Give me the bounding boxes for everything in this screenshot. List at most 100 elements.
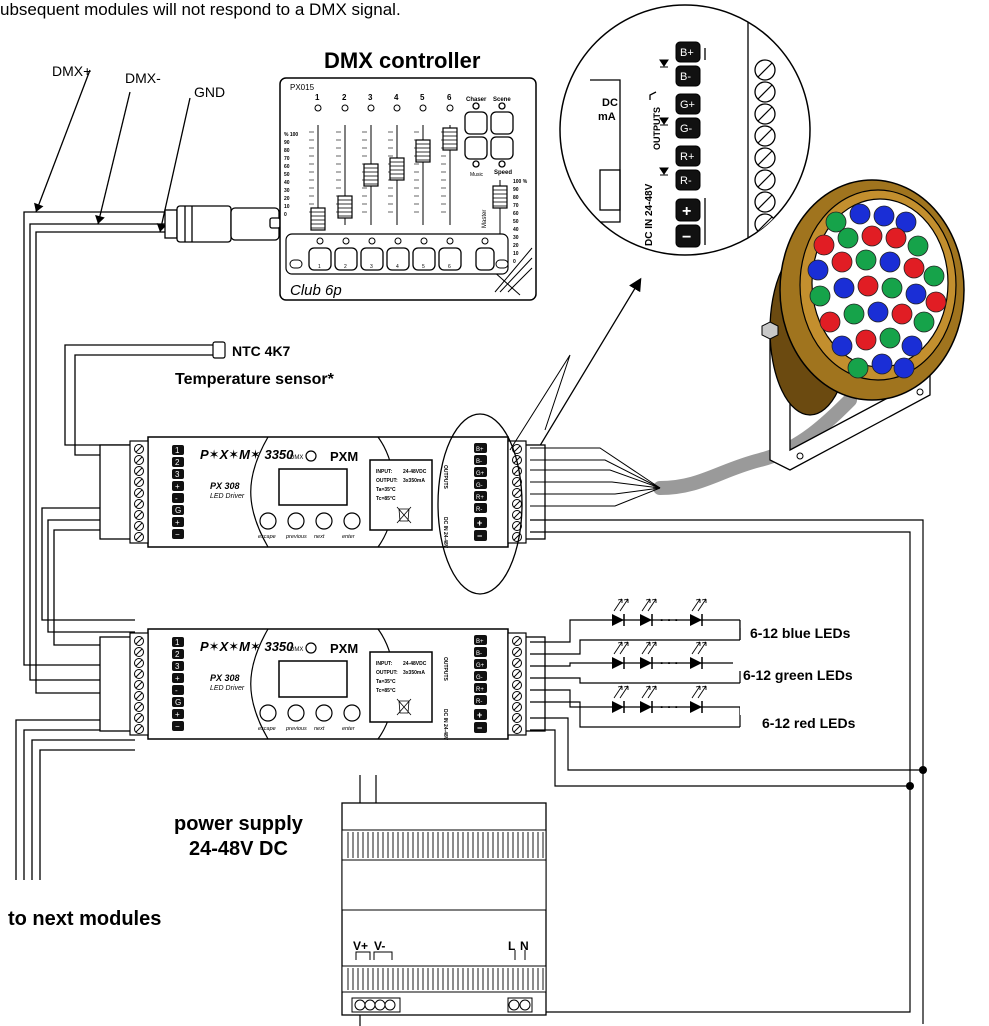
power-terminal-label: + (477, 710, 482, 720)
scene-button-number: 2 (344, 264, 347, 270)
zoom-dcin-label: DC IN 24-48V (644, 183, 655, 246)
spot-led (871, 353, 893, 375)
spotlight-cable-wires (509, 354, 661, 507)
fader-indicator (419, 104, 427, 112)
driver-dmx-label: DMX (290, 647, 303, 653)
sensor-label: Temperature sensor* (175, 371, 335, 388)
dmx-indicator (305, 450, 317, 462)
spec-key: Tc=85°C (376, 496, 396, 502)
led-diode (612, 614, 624, 626)
zoom-terminal (675, 117, 701, 139)
scene-button-number: 6 (448, 264, 451, 270)
output-terminal-label: R- (476, 699, 482, 705)
scale-left-tick: 30 (284, 188, 290, 194)
scene-button (334, 247, 358, 271)
zoom-terminal-label: G- (680, 123, 693, 135)
dmx-terminal-label: - (175, 686, 178, 695)
spec-key: OUTPUT: (376, 670, 398, 676)
dmx-terminal-label: G (175, 506, 181, 515)
spec-value: 3x350mA (403, 478, 425, 484)
spot-led (843, 303, 865, 325)
scale-right-tick: 70 (513, 203, 519, 209)
output-terminal (474, 491, 487, 501)
dmx-terminal-label: − (175, 722, 180, 731)
spec-key: Ta=35°C (376, 679, 396, 685)
chaser-scene-buttons (464, 102, 514, 168)
spec-key: Ta=35°C (376, 487, 396, 493)
xlr-connector (164, 205, 281, 243)
dmx-terminal (172, 469, 184, 479)
music-label: Music (470, 172, 484, 178)
psu-n: N (520, 939, 529, 953)
scene-button (360, 247, 384, 271)
spot-led (825, 211, 847, 233)
spot-led (861, 225, 883, 247)
dmx-plus-label: DMX+ (52, 63, 91, 79)
dmx-terminal (172, 481, 184, 491)
scene-button-number: 1 (318, 264, 321, 270)
spec-value: 24-48VDC (403, 661, 427, 667)
scale-right-tick: 50 (513, 219, 519, 225)
scene-button (386, 247, 410, 271)
scene-button-number: 3 (370, 264, 373, 270)
scene-button-indicator (316, 237, 324, 245)
dmx-terminal (172, 685, 184, 695)
led-strings: · · ·· · ·· · · (530, 598, 750, 728)
spec-key: Tc=85°C (376, 688, 396, 694)
led-diode (690, 701, 702, 713)
output-terminal (474, 683, 487, 693)
fader-number: 5 (420, 93, 425, 102)
driver-button-label: escape (258, 534, 276, 540)
dmx-terminal-label: 1 (175, 446, 180, 455)
fader-number: 6 (447, 93, 452, 102)
dmx-indicator (305, 642, 317, 654)
spot-led (809, 285, 831, 307)
dmx-terminal (172, 661, 184, 671)
fader-indicator (367, 104, 375, 112)
dmx-terminal (172, 505, 184, 515)
driver-brand: P✶X✶M✶ 3350 (200, 639, 294, 654)
spot-led (813, 234, 835, 256)
driver-button (287, 704, 305, 722)
spot-led (879, 327, 901, 349)
dmx-terminal (172, 529, 184, 539)
zoom-terminal (675, 41, 701, 63)
zoom-dc-fragment: DC (602, 97, 618, 109)
scene-button-indicator (394, 237, 402, 245)
driver-model: PX 308 (210, 673, 240, 683)
zoom-output-terminals: B+B-G+G-R+R-+− (659, 41, 701, 248)
highlight-ellipse (437, 413, 523, 595)
output-terminal (474, 479, 487, 489)
driver-button (287, 512, 305, 530)
zoom-terminal-label: R+ (680, 151, 694, 163)
speed-label: Speed (494, 170, 512, 176)
zoom-terminal-label: B- (680, 71, 691, 83)
dmx-terminal-label: + (175, 674, 180, 683)
scene-button (438, 247, 462, 271)
controller-title: DMX controller (324, 48, 481, 73)
spot-led (857, 275, 879, 297)
driver-outputs-label: OUTPUTS (442, 465, 448, 490)
output-terminal-label: R- (476, 507, 482, 513)
fader-knob (415, 139, 431, 163)
led-diode (640, 657, 652, 669)
driver-button (259, 512, 277, 530)
spot-led (819, 311, 841, 333)
dmx-terminal-label: 2 (175, 650, 180, 659)
spec-key: INPUT: (376, 661, 392, 667)
scale-right-tick: 0 (513, 259, 516, 265)
driver-dmx-label: DMX (290, 455, 303, 461)
rgb-spotlight (653, 179, 965, 495)
chaser-label: Chaser (466, 97, 487, 103)
scene-button-number: 4 (396, 264, 399, 270)
spot-led (913, 311, 935, 333)
dmx-terminal (172, 709, 184, 719)
scene-button (308, 247, 332, 271)
output-terminal (474, 503, 487, 513)
output-terminal-label: R+ (476, 687, 484, 693)
